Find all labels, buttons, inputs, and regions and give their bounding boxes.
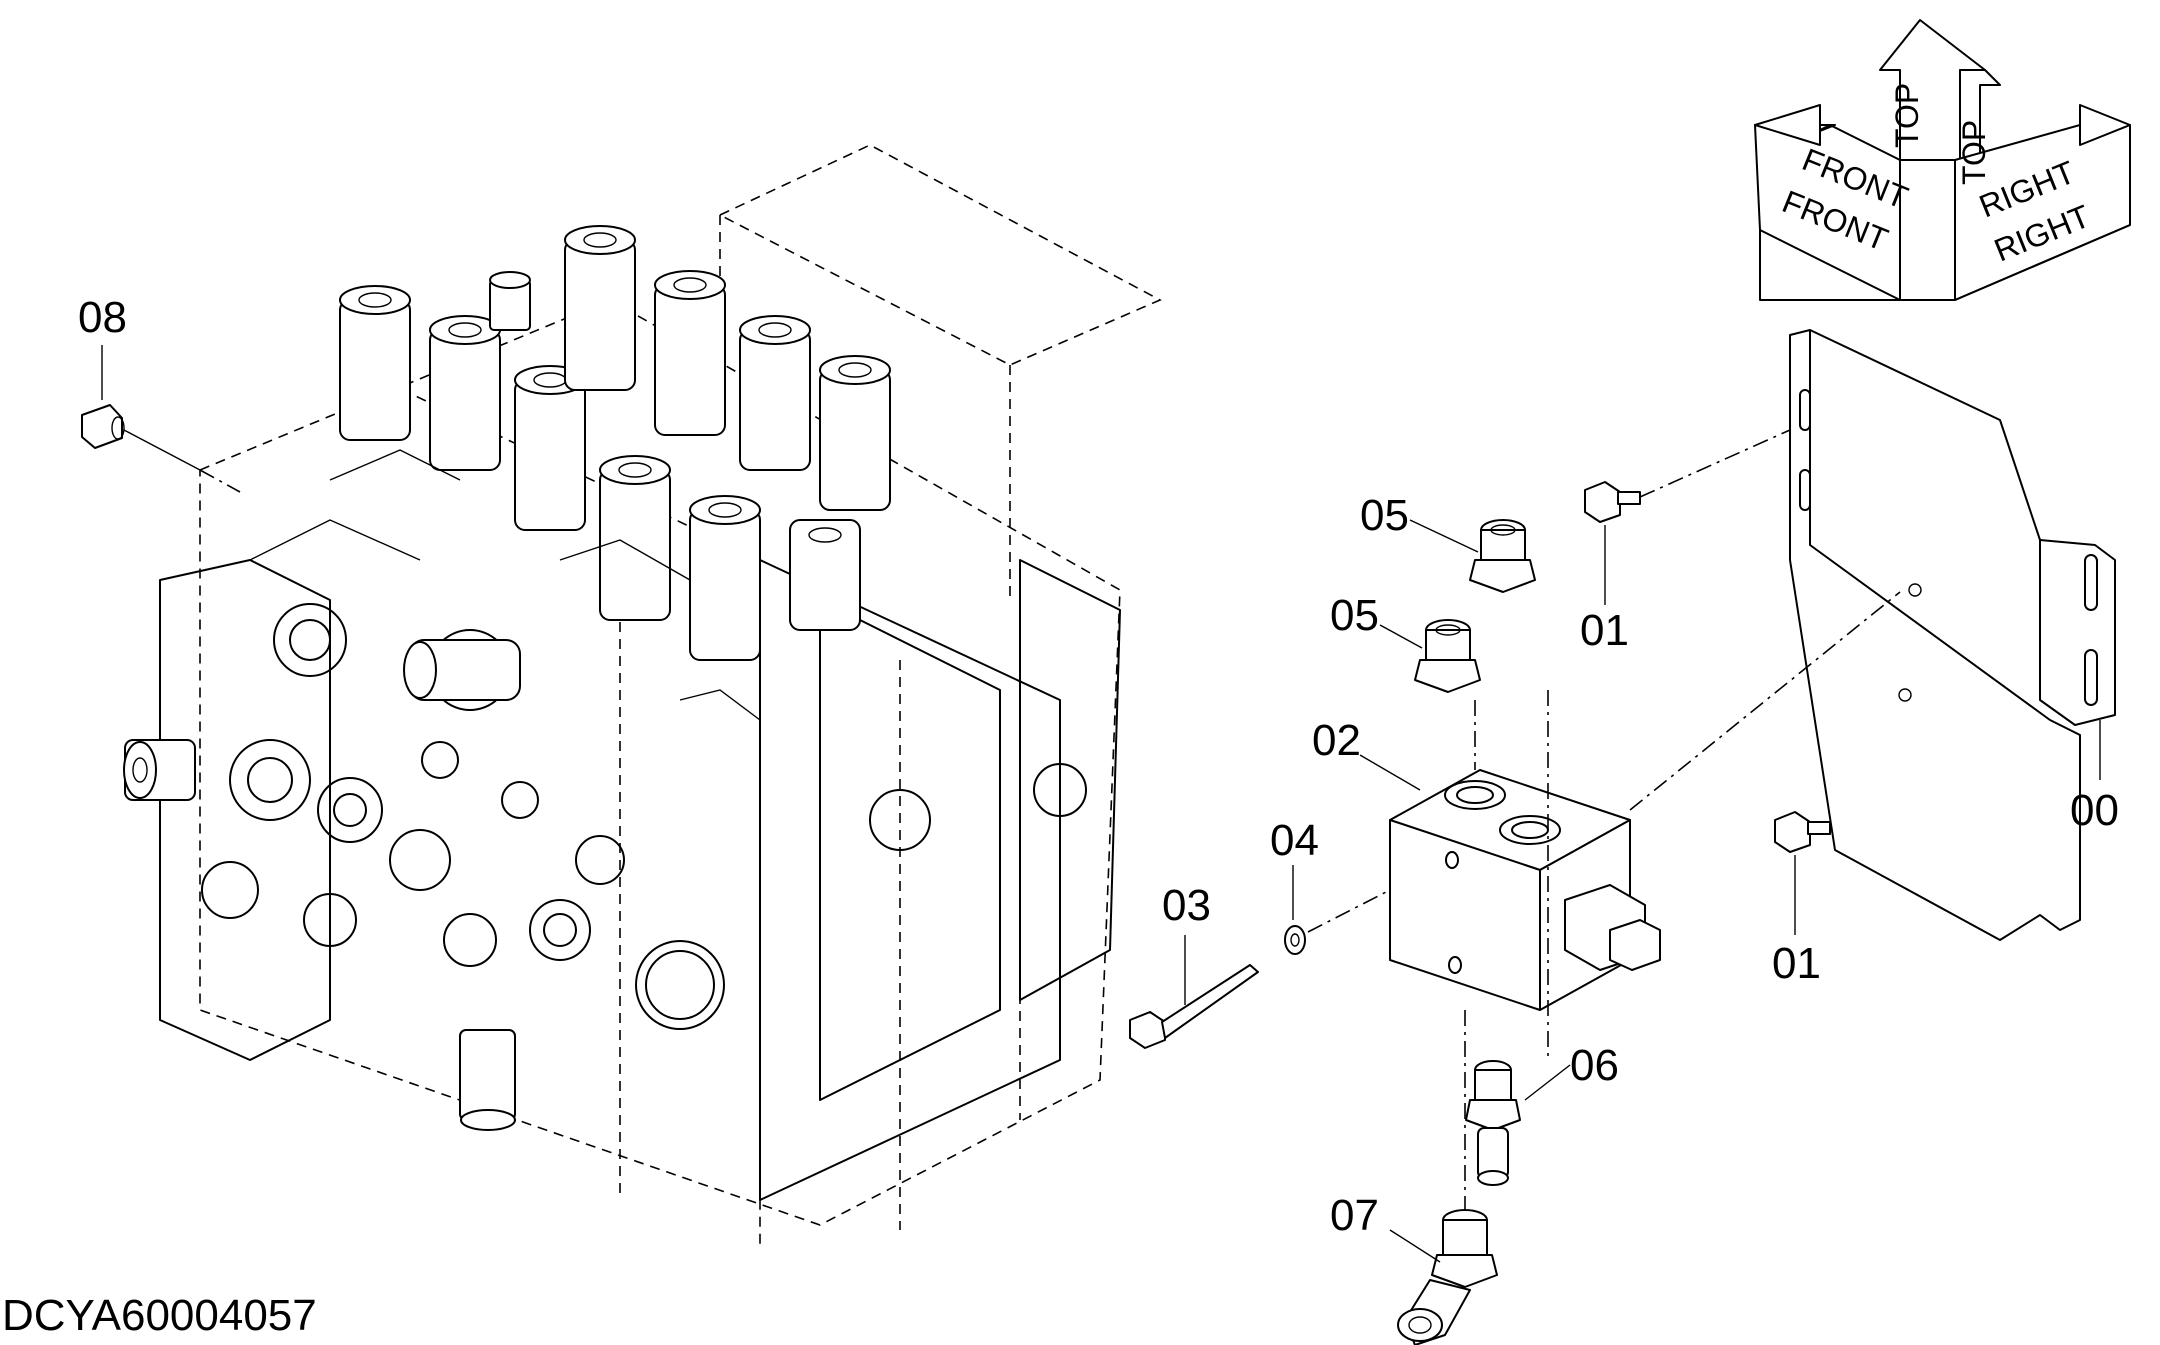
callout-04: 04 — [1270, 816, 1319, 865]
callout-05-upper: 05 — [1360, 491, 1409, 540]
top-label-1: TOP — [1889, 83, 1925, 148]
top-label-2: TOP — [1956, 120, 1992, 185]
part-07-fitting — [1389, 1010, 1498, 1345]
callout-00: 00 — [2070, 786, 2119, 835]
part-01-bolt-upper — [1584, 429, 1791, 605]
callout-01-lower: 01 — [1772, 939, 1821, 988]
spool-caps — [339, 225, 891, 661]
part-04-washer — [1284, 865, 1391, 955]
part-08-plug — [81, 345, 241, 493]
part-05-fitting-lower — [1379, 619, 1481, 693]
callout-02: 02 — [1312, 716, 1361, 765]
part-05-fitting-upper — [1409, 519, 1536, 593]
callout-03: 03 — [1162, 881, 1211, 930]
callout-06: 06 — [1570, 1041, 1619, 1090]
part-06-fitting — [1465, 1060, 1571, 1186]
callout-08: 08 — [78, 293, 127, 342]
drawing-code: DCYA60004057 — [2, 1291, 317, 1340]
callout-01-upper: 01 — [1580, 606, 1629, 655]
part-01-bolt-lower — [1774, 811, 1831, 935]
callout-05-lower: 05 — [1330, 591, 1379, 640]
part-00-bracket — [1789, 329, 2116, 941]
main-control-valve-drawing — [123, 144, 1162, 1250]
orientation-indicator: TOP TOP FRONT FRONT RIGHT RIGHT — [1754, 19, 2131, 301]
callout-07: 07 — [1330, 1191, 1379, 1240]
fittings — [123, 271, 531, 1131]
part-03-bolt — [1129, 935, 1259, 1049]
part-02-valve-block — [1359, 591, 1901, 1060]
